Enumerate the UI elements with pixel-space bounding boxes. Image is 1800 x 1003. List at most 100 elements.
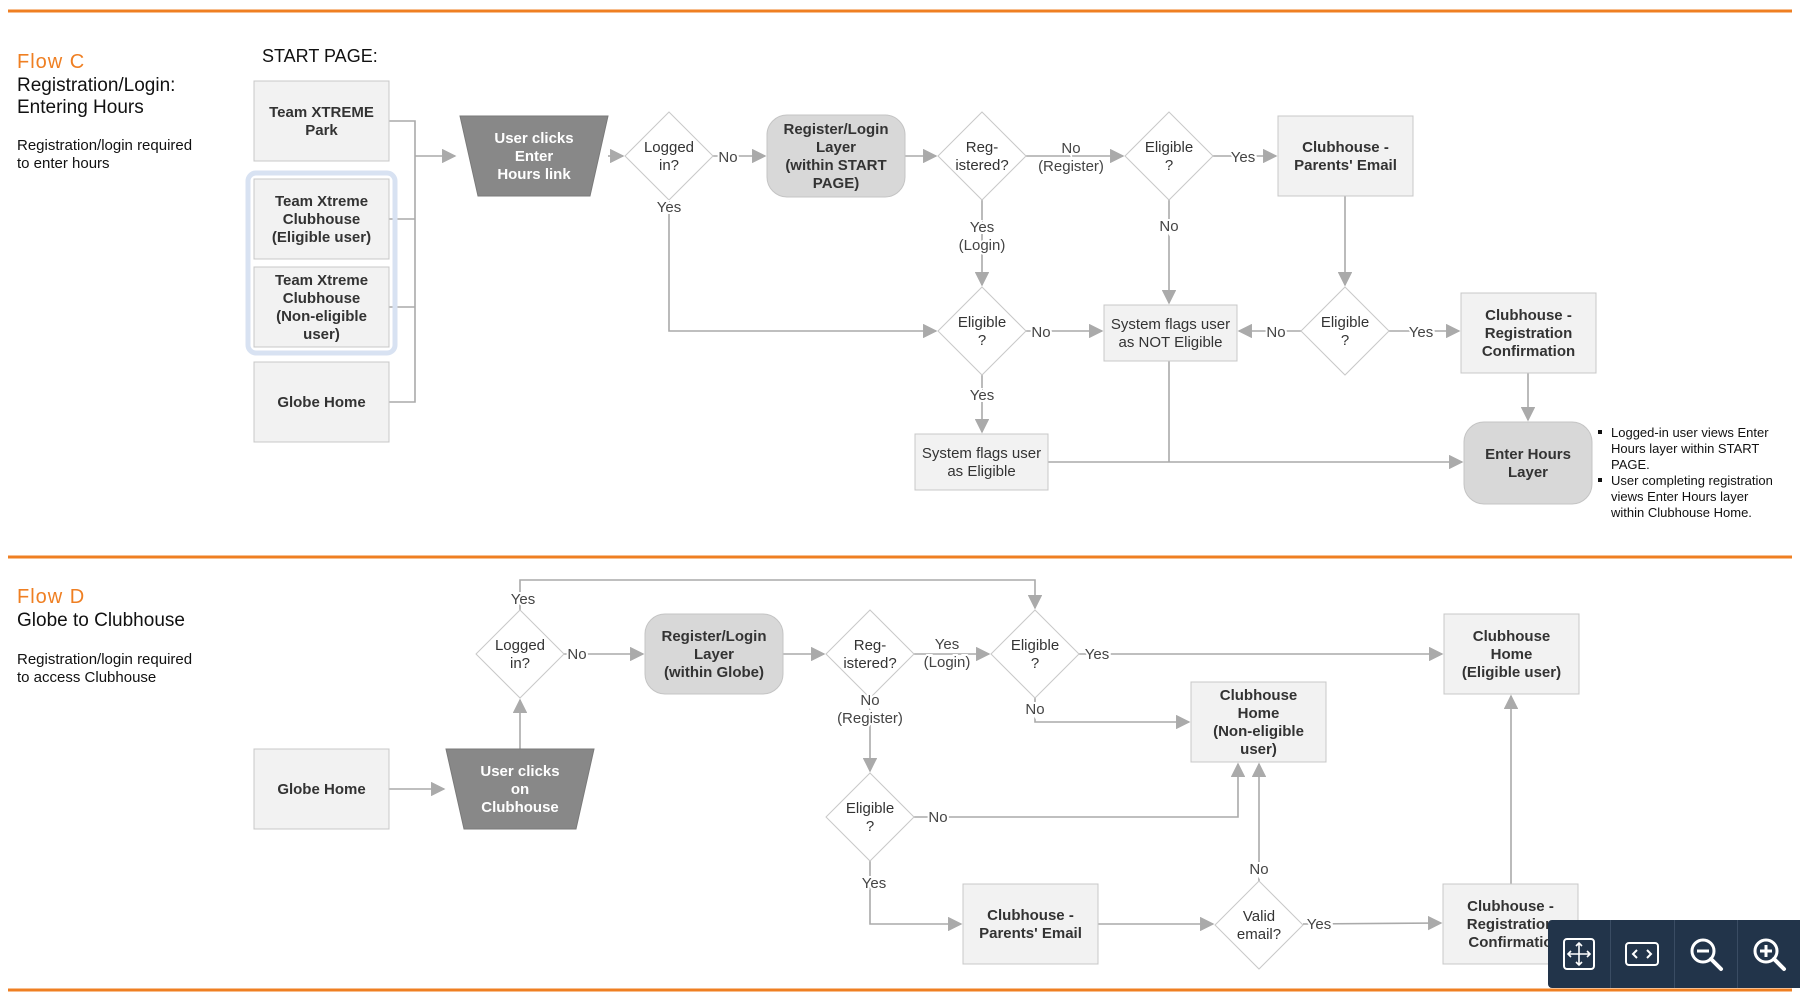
flow-d-title-line-1: Globe to Clubhouse (17, 610, 185, 631)
c-flag-eligible-label: as Eligible (947, 463, 1015, 480)
d-home-noneligible-label: Clubhouse (1220, 687, 1298, 704)
c-globe-home-label: Globe Home (277, 394, 365, 411)
flow-c-title-line-2: Entering Hours (17, 97, 144, 118)
d-reg-confirm-label: Confirmatio (1468, 934, 1552, 951)
c-no-eligible-right-edge-label: No (1266, 324, 1285, 341)
fit-screen-icon (1563, 938, 1596, 970)
c-no-logged-edge-label: No (718, 149, 737, 166)
d-registered-node: Reg-istered? (825, 609, 915, 699)
d-logged-in-label: Logged (495, 637, 545, 654)
c-reg-confirm-label: Registration (1485, 325, 1573, 342)
flow-c-tag: Flow C (17, 51, 85, 73)
c-no-eligible-mid-edge-label: No (1031, 324, 1050, 341)
d-parents-email-label: Parents' Email (979, 925, 1082, 942)
d-yes-login-edge-label: Yes (935, 636, 959, 653)
c-flag-not-label: System flags user (1111, 316, 1230, 333)
c-flag-eligible-label: System flags user (922, 445, 1041, 462)
c-eligible-right-label: ? (1341, 332, 1349, 349)
c-reg-layer-label: Register/Login (783, 121, 888, 138)
d-no-eligible-low-edge-label: No (928, 809, 947, 826)
c-logged-yes-connector (668, 200, 938, 339)
flow-c-title-line-1: Registration/Login: (17, 75, 175, 96)
d-yes-login-edge-label: (Login) (924, 654, 971, 671)
code-brackets-button[interactable] (1610, 920, 1673, 988)
c-yes-eligible-mid-edge-label: Yes (970, 387, 994, 404)
c-no-register-edge-label: (Register) (1038, 158, 1104, 175)
d-globe-home-node: Globe Home (253, 748, 390, 830)
c-yes-eligible-top-edge-label: Yes (1231, 149, 1255, 166)
c-logged-in-label: in? (659, 157, 679, 174)
note-line: views Enter Hours layer (1611, 489, 1749, 504)
c-eligible-mid-node: Eligible? (937, 286, 1027, 376)
c-parents-email-label: Clubhouse - (1302, 139, 1389, 156)
c-reg-confirm-label: Confirmation (1482, 343, 1575, 360)
d-home-noneligible-label: user) (1240, 741, 1277, 758)
c-eligible-right-label: Eligible (1321, 314, 1369, 331)
d-yes-valid-edge-label: Yes (1307, 916, 1331, 933)
zoom-out-button[interactable] (1673, 920, 1737, 988)
c-clubhouse-eligible-label: Clubhouse (283, 211, 361, 228)
c-yes-login-edge-label: (Login) (959, 237, 1006, 254)
d-parents-email-label: Clubhouse - (987, 907, 1074, 924)
connectors (389, 120, 1536, 932)
d-globe-home-label: Globe Home (277, 781, 365, 798)
d-logged-yes-connector (519, 579, 1043, 610)
c-clubhouse-eligible-label: Team Xtreme (275, 193, 368, 210)
d-no-eligible-top-edge-label: No (1025, 701, 1044, 718)
c-yes-eligible-right-edge-label: Yes (1409, 324, 1433, 341)
note-line: User completing registration (1611, 473, 1773, 488)
c-yes-logged-edge-label: Yes (657, 199, 681, 216)
start-page-label: START PAGE: (262, 46, 378, 66)
c-enter-hours-label: Enter Hours (1485, 446, 1571, 463)
d-home-eligible-label: Clubhouse (1473, 628, 1551, 645)
c-eligible-mid-label: ? (978, 332, 986, 349)
c-eligible-right-node: Eligible? (1300, 286, 1390, 376)
c-flag-not-label: as NOT Eligible (1119, 334, 1223, 351)
c-clubhouse-eligible-label: (Eligible user) (272, 229, 371, 246)
d-reg-layer-label: (within Globe) (664, 664, 764, 681)
c-no-register-edge-label: No (1061, 140, 1080, 157)
d-no-register-edge-label: (Register) (837, 710, 903, 727)
c-clubhouse-noneligible-label: Team Xtreme (275, 272, 368, 289)
c-team-park-label: Park (305, 122, 338, 139)
fit-screen-button[interactable] (1548, 920, 1610, 988)
d-eligible-top-label: ? (1031, 655, 1039, 672)
d-reg-layer-label: Register/Login (661, 628, 766, 645)
d-user-clicks-label: on (511, 781, 529, 798)
d-no-logged-edge-label: No (567, 646, 586, 663)
zoom-in-icon (1753, 938, 1786, 971)
d-logged-in-label: in? (510, 655, 530, 672)
d-yes-logged-edge-label: Yes (511, 591, 535, 608)
d-home-noneligible-label: Home (1238, 705, 1280, 722)
d-reg-confirm-label: Registration (1467, 916, 1555, 933)
d-eligible-low-node: Eligible? (825, 772, 915, 862)
c-registered-label: istered? (955, 157, 1008, 174)
d-reg-layer-label: Layer (694, 646, 734, 663)
zoom-in-button[interactable] (1736, 920, 1800, 988)
c-registered-label: Reg- (966, 139, 999, 156)
c-registered-node: Reg-istered? (937, 111, 1027, 201)
d-reg-confirm-label: Clubhouse - (1467, 898, 1554, 915)
d-home-eligible-label: Home (1491, 646, 1533, 663)
c-yes-login-edge-label: Yes (970, 219, 994, 236)
d-eligible-top-node: Eligible? (990, 609, 1080, 699)
c-parents-email-node: Clubhouse -Parents' Email (1277, 115, 1414, 197)
c-reg-layer-label: PAGE) (813, 175, 859, 192)
